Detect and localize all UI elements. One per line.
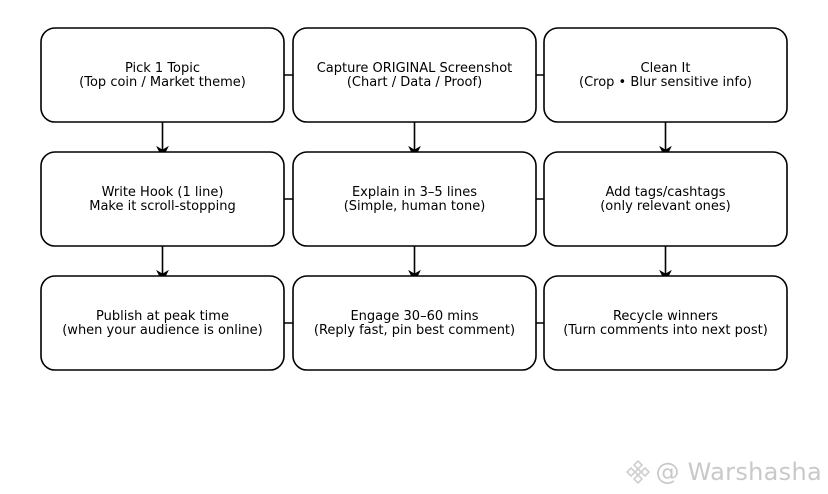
- node-box: [40, 151, 285, 247]
- node-title: Write Hook (1 line): [102, 185, 224, 200]
- node-title: Explain in 3–5 lines: [352, 185, 477, 200]
- node-subtitle: (Crop • Blur sensitive info): [579, 75, 752, 90]
- node-1: Pick 1 Topic(Top coin / Market theme): [40, 27, 285, 123]
- node-subtitle: (Chart / Data / Proof): [347, 75, 482, 90]
- node-3: Clean It(Crop • Blur sensitive info): [543, 27, 788, 123]
- node-title: Engage 30–60 mins: [350, 309, 478, 324]
- node-box: [292, 275, 537, 371]
- node-title: Recycle winners: [613, 309, 718, 324]
- node-7: Publish at peak time(when your audience …: [40, 275, 285, 371]
- node-box: [292, 27, 537, 123]
- node-box: [543, 27, 788, 123]
- node-subtitle: Make it scroll-stopping: [89, 199, 236, 214]
- node-box: [40, 27, 285, 123]
- node-8: Engage 30–60 mins(Reply fast, pin best c…: [292, 275, 537, 371]
- watermark-text: @ Warshasha: [655, 458, 822, 486]
- node-title: Publish at peak time: [96, 309, 229, 324]
- node-subtitle: (Turn comments into next post): [563, 323, 768, 338]
- node-9: Recycle winners(Turn comments into next …: [543, 275, 788, 371]
- node-title: Capture ORIGINAL Screenshot: [317, 61, 513, 76]
- node-title: Add tags/cashtags: [606, 185, 726, 200]
- node-box: [543, 151, 788, 247]
- node-title: Clean It: [641, 61, 691, 76]
- node-box: [40, 275, 285, 371]
- node-title: Pick 1 Topic: [125, 61, 200, 76]
- node-box: [543, 275, 788, 371]
- node-subtitle: (Simple, human tone): [344, 199, 486, 214]
- node-2: Capture ORIGINAL Screenshot(Chart / Data…: [292, 27, 537, 123]
- node-subtitle: (Top coin / Market theme): [79, 75, 246, 90]
- node-box: [292, 151, 537, 247]
- node-5: Explain in 3–5 lines(Simple, human tone): [292, 151, 537, 247]
- watermark: @ Warshasha: [625, 458, 822, 486]
- nodes: Pick 1 Topic(Top coin / Market theme)Cap…: [40, 27, 788, 371]
- node-4: Write Hook (1 line)Make it scroll-stoppi…: [40, 151, 285, 247]
- node-subtitle: (only relevant ones): [600, 199, 731, 214]
- binance-logo-icon: [626, 459, 651, 485]
- node-subtitle: (Reply fast, pin best comment): [314, 323, 515, 338]
- node-6: Add tags/cashtags(only relevant ones): [543, 151, 788, 247]
- node-subtitle: (when your audience is online): [62, 323, 263, 338]
